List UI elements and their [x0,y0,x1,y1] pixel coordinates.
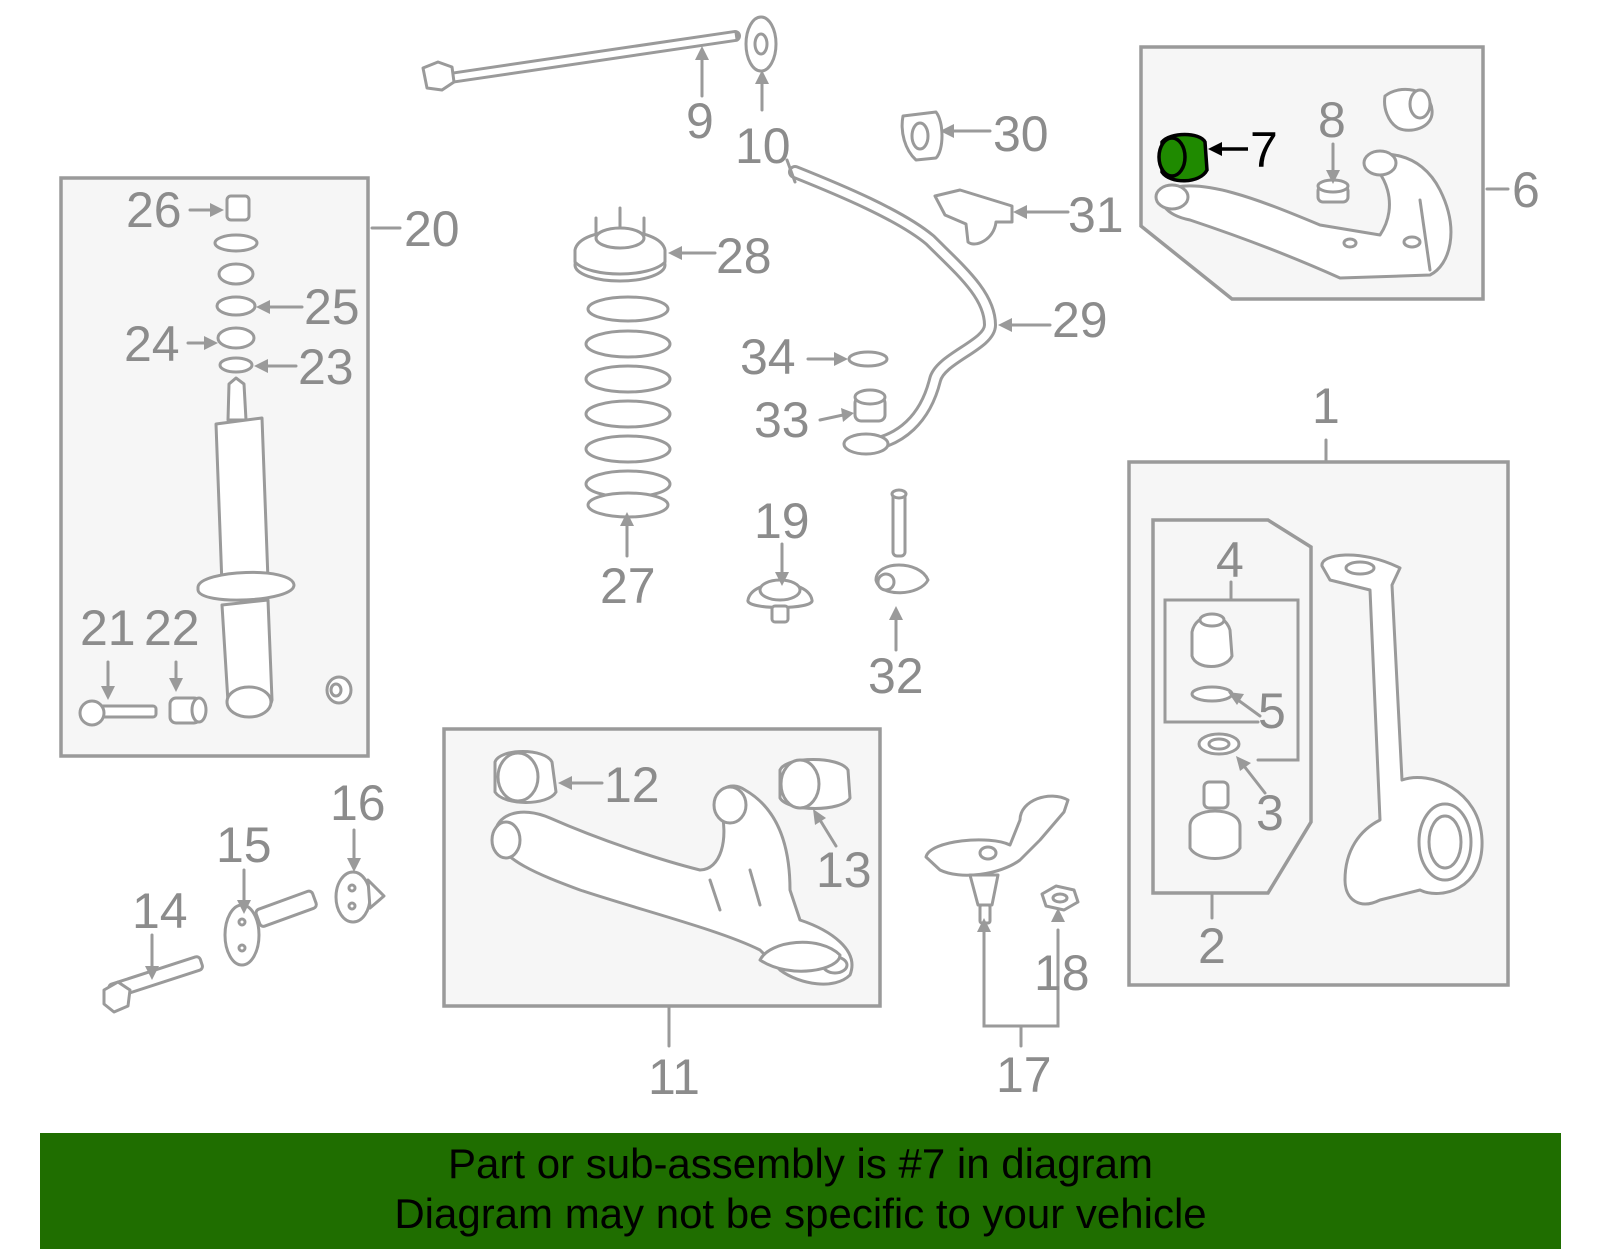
callout-24: 24 [124,316,180,372]
callout-14: 14 [132,883,188,939]
bushing-part-22 [168,696,208,725]
callout-10: 10 [735,118,791,174]
ring-part-34 [847,350,889,368]
callout-7-highlighted: 7 [1250,122,1278,178]
callout-31: 31 [1068,187,1124,243]
stabilizer-bushing-part-30 [900,110,944,162]
ring-part-5 [1190,685,1234,703]
shock-absorber-part-20 [196,194,296,719]
callout-11: 11 [648,1049,700,1105]
callout-22: 22 [144,600,200,656]
bumper-part-19 [746,578,814,624]
bushing-part-13 [778,758,852,810]
bushing-part-7-highlighted[interactable] [1157,132,1209,183]
callout-33: 33 [754,392,810,448]
stabilizer-bar-part-29 [785,158,998,456]
callout-34: 34 [740,329,796,385]
dust-boot-part-4 [1190,612,1234,668]
banner-line-disclaimer: Diagram may not be specific to your vehi… [394,1190,1207,1237]
callout-16: 16 [330,775,386,831]
banner-line-part-info: Part or sub-assembly is #7 in diagram [448,1140,1153,1187]
callout-26: 26 [126,182,182,238]
nut-part-18 [1040,884,1080,912]
callout-23: 23 [298,339,354,395]
steering-knuckle-part-1 [1320,553,1484,906]
group-box-2-ball-joint [1151,518,1313,895]
callout-6: 6 [1512,162,1540,218]
bolt-part-14 [102,955,204,1014]
link-bushing-part-33 [853,388,887,423]
upper-arm-bushing-rear [1383,87,1434,132]
callout-25: 25 [304,279,360,335]
callout-1: 1 [1312,378,1340,434]
nut-shock-lower [325,675,353,705]
callout-5: 5 [1258,683,1286,739]
info-banner: Part or sub-assembly is #7 in diagram Di… [40,1133,1561,1249]
stabilizer-bracket-part-31 [933,188,1014,246]
callout-13: 13 [816,842,872,898]
snap-ring-part-3 [1197,732,1241,756]
callout-9: 9 [686,93,714,149]
cam-plate-part-16 [334,870,386,924]
callout-32: 32 [868,648,924,704]
callout-21: 21 [80,600,136,656]
upper-control-arm-part-6 [1154,149,1453,280]
cam-bolt-part-15 [223,889,318,967]
washer-part-10 [744,15,778,73]
callout-17: 17 [996,1047,1052,1103]
callout-27: 27 [600,558,656,614]
callout-8: 8 [1318,92,1346,148]
callout-18: 18 [1034,945,1090,1001]
callout-15: 15 [216,817,272,873]
callout-4: 4 [1216,532,1244,588]
nut-part-8 [1316,178,1350,204]
callout-29: 29 [1052,292,1108,348]
ball-joint-part-2 [1188,780,1242,860]
stabilizer-link-part-32 [874,488,930,595]
coil-spring-part-27 [584,295,672,519]
callout-3: 3 [1256,785,1284,841]
callout-19: 19 [754,493,810,549]
bushing-part-12 [493,750,558,804]
callout-30: 30 [993,106,1049,162]
bolt-part-9 [421,30,741,92]
group-box-20-shock-assembly [59,176,370,758]
bolt-part-21 [78,699,158,727]
lower-ball-joint-part-17 [924,794,1070,925]
callout-2: 2 [1198,918,1226,974]
callout-12: 12 [604,757,660,813]
spring-mount-part-28 [573,206,667,283]
lower-control-arm-part-11 [490,784,854,986]
callout-20: 20 [404,201,460,257]
callout-28: 28 [716,228,772,284]
